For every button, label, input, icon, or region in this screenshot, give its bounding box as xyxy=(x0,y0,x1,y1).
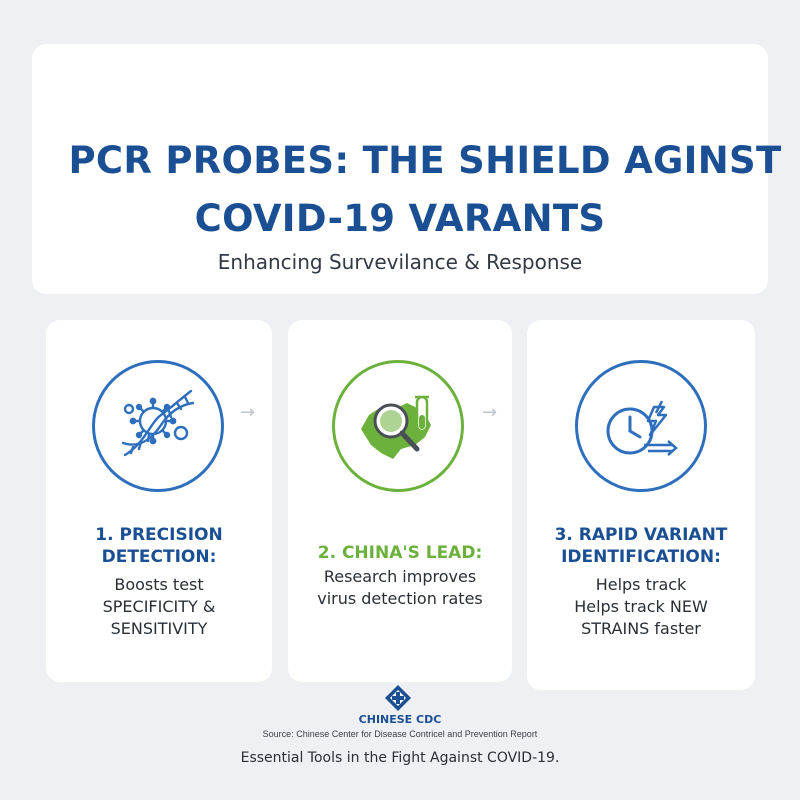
card-precision-detection: 1. PRECISION DETECTION: Boosts test SPEC… xyxy=(46,320,272,682)
arrow-right-icon: → xyxy=(482,402,498,423)
subtitle: Enhancing Survevilance & Response xyxy=(217,250,583,274)
dna-virus-icon xyxy=(92,360,224,492)
card-body-line: STRAINS faster xyxy=(581,619,701,638)
card-title-line: 2. CHINA'S LEAD: xyxy=(317,543,483,563)
header-card xyxy=(32,44,768,294)
clock-lightning-arrow-icon xyxy=(575,360,707,492)
map-magnifier-test-tube-icon xyxy=(332,360,464,492)
title-line-2: COVID-19 VARANTS xyxy=(194,197,606,240)
card-body-line: Helps track xyxy=(595,575,687,594)
card-body-line: Helps track NEW xyxy=(574,597,708,616)
source-note: Source: Chinese Center for Disease Contr… xyxy=(262,729,538,739)
org-name: CHINESE CDC xyxy=(358,713,442,726)
arrow-right-icon: → xyxy=(240,402,256,423)
card-title-line: IDENTIFICATION: xyxy=(561,547,721,567)
card-body-line: SENSITIVITY xyxy=(110,619,208,638)
card-title-line: 3. RAPID VARIANT xyxy=(554,525,728,545)
card-body-line: Boosts test xyxy=(114,575,204,594)
card-body-line: SPECIFICITY & xyxy=(102,597,216,616)
card-title: 2. CHINA'S LEAD: xyxy=(288,542,512,564)
card-body-line: virus detection rates xyxy=(317,589,483,608)
card-body: Helps track Helps track NEW STRAINS fast… xyxy=(527,574,755,640)
card-title-line: 1. PRECISION xyxy=(95,525,223,545)
chinese-cdc-logo xyxy=(384,684,412,712)
card-body: Boosts test SPECIFICITY & SENSITIVITY xyxy=(46,574,272,640)
card-china-lead: 2. CHINA'S LEAD: Research improves virus… xyxy=(288,320,512,682)
card-body: Research improves virus detection rates xyxy=(288,566,512,610)
page-title: PCR PROBES: THE SHIELD AGINST COVID-19 V… xyxy=(0,132,800,248)
title-line-1: PCR PROBES: THE SHIELD AGINST xyxy=(68,139,782,182)
footer-text: Essential Tools in the Fight Against COV… xyxy=(240,750,560,766)
card-title: 3. RAPID VARIANT IDENTIFICATION: xyxy=(527,524,755,568)
card-title: 1. PRECISION DETECTION: xyxy=(46,524,272,568)
card-body-line: Research improves xyxy=(323,567,477,586)
card-title-line: DETECTION: xyxy=(101,547,217,567)
card-rapid-variant: 3. RAPID VARIANT IDENTIFICATION: Helps t… xyxy=(527,320,755,690)
